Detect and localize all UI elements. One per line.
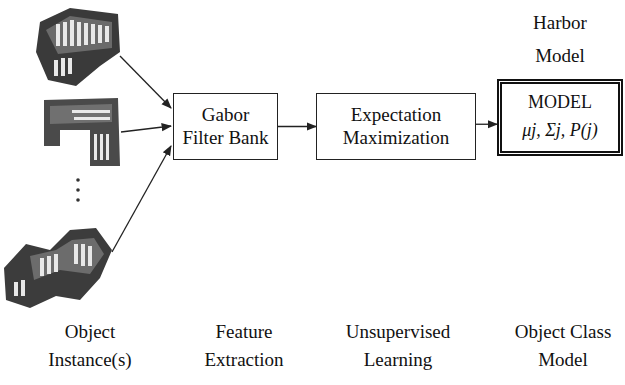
stage-label: Object Class Model — [504, 318, 622, 373]
harbor-image — [4, 228, 112, 308]
box-label: Expectation Maximization — [323, 104, 469, 150]
stage-label: Object Instance(s) — [38, 318, 142, 373]
model-heading: Harbor Model — [520, 6, 600, 73]
stage-label: Unsupervised Learning — [336, 318, 460, 373]
model-title: MODEL — [528, 92, 592, 114]
flow-arrow — [476, 124, 497, 125]
harbor-image — [36, 8, 120, 86]
model-parameters: μj, Σj, P(j) — [522, 120, 598, 142]
process-box: Gabor Filter Bank — [173, 93, 278, 160]
box-label: Gabor Filter Bank — [180, 104, 271, 150]
model-frame: MODEL μj, Σj, P(j) — [497, 79, 623, 156]
harbor-image — [44, 98, 120, 166]
input-arrows — [112, 56, 171, 252]
model-box: Harbor ModelMODEL μj, Σj, P(j) — [497, 6, 623, 156]
process-box: Expectation Maximization — [316, 93, 476, 160]
ellipsis-dots — [76, 178, 80, 202]
flow-arrow — [278, 126, 316, 127]
stage-label: Feature Extraction — [192, 318, 296, 373]
